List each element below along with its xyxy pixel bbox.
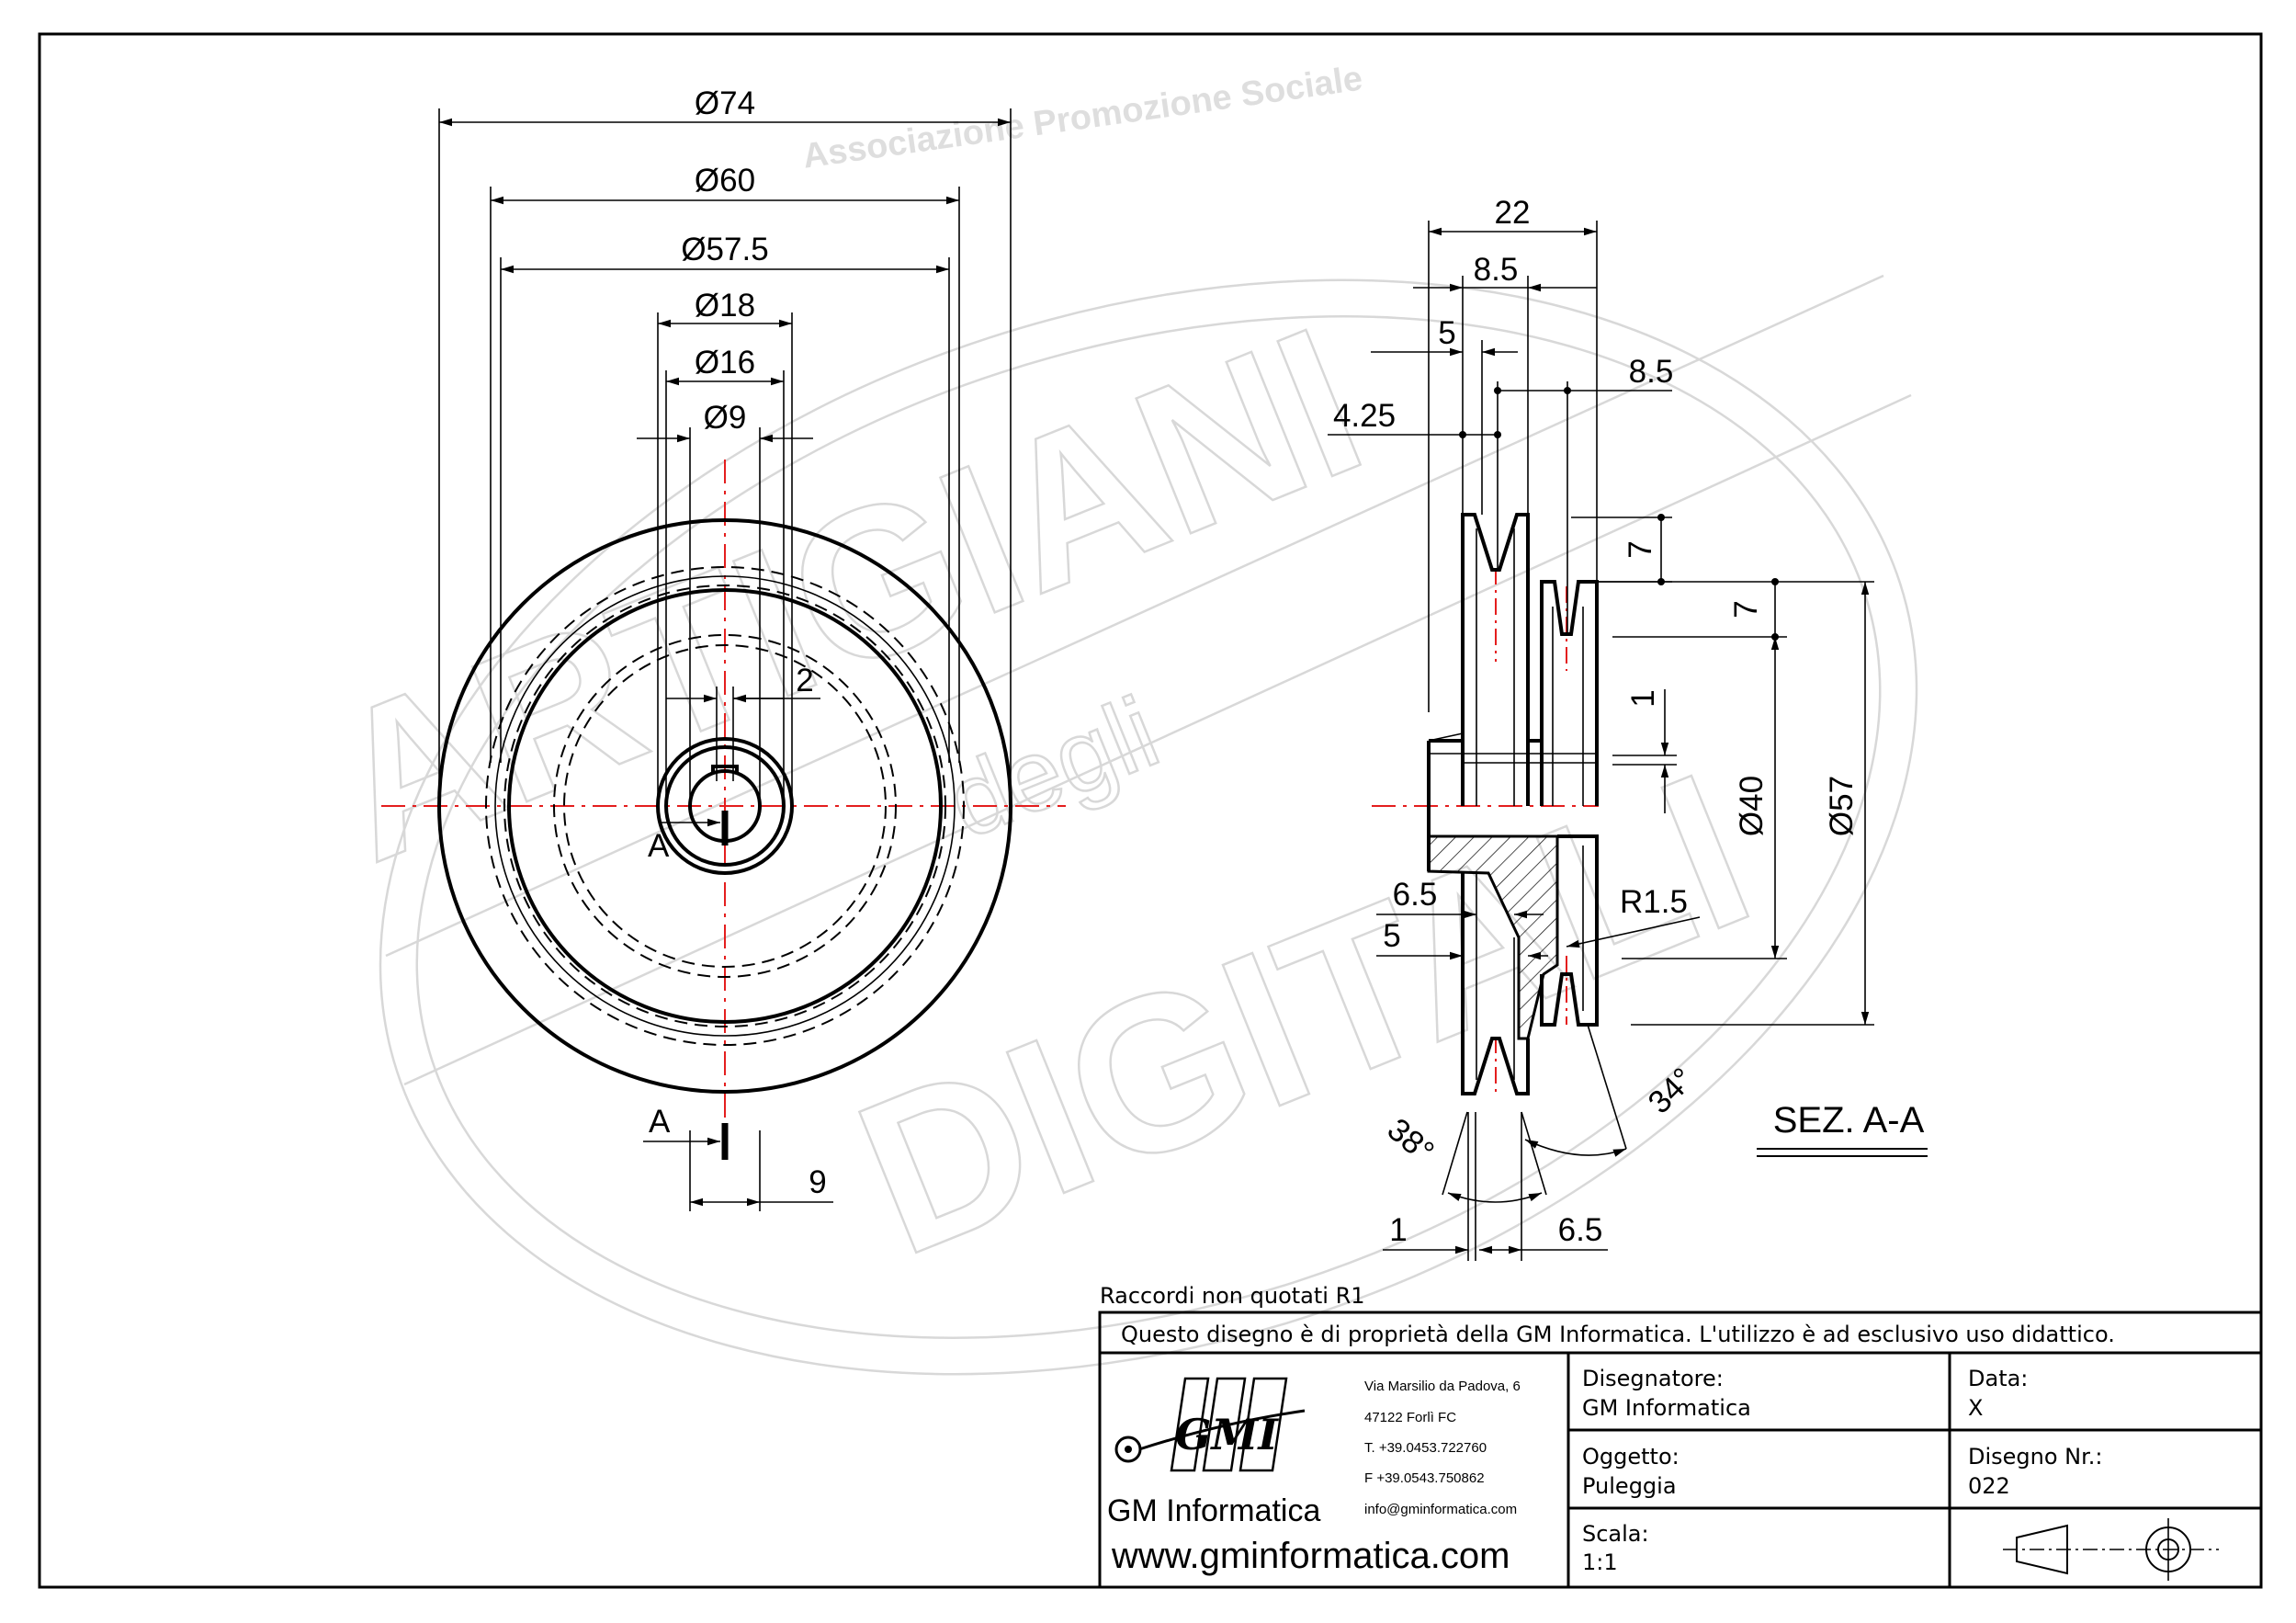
dim-d1-bottom: 1: [1389, 1212, 1407, 1248]
dim-a38: 38°: [1381, 1111, 1442, 1170]
address-line1: Via Marsilio da Padova, 6: [1364, 1379, 1521, 1394]
dim-d18: Ø18: [695, 288, 755, 323]
gmi-logo: GMI: [1114, 1377, 1306, 1472]
dim-d1-right: 1: [1625, 689, 1661, 707]
dim-d9: Ø9: [704, 400, 747, 436]
email: info@gminformatica.com: [1364, 1502, 1517, 1517]
dim-r1-5: R1.5: [1620, 884, 1688, 920]
dim-d57: Ø57: [1824, 776, 1860, 836]
designer-value: GM Informatica: [1582, 1395, 1751, 1421]
address-line2: 47122 Forlì FC: [1364, 1410, 1456, 1425]
watermark-word1: ARTIGIANI: [300, 282, 1390, 906]
projection-symbol: [2003, 1518, 2219, 1581]
dim-d6-5-left: 6.5: [1393, 877, 1438, 913]
watermark-word2: degli: [933, 675, 1173, 860]
dim-d2: 2: [796, 663, 813, 698]
dim-d40: Ø40: [1734, 776, 1770, 836]
dim-d8-5-top: 8.5: [1474, 252, 1519, 288]
dim-d22: 22: [1495, 195, 1531, 231]
dim-d74: Ø74: [695, 85, 755, 121]
title-block: Questo disegno è di proprietà della GM I…: [1098, 1311, 2263, 1589]
dim-d4-25: 4.25: [1333, 398, 1396, 434]
scale-value: 1:1: [1582, 1549, 1618, 1575]
dim-d8-5-right: 8.5: [1629, 354, 1674, 390]
dim-d5-top: 5: [1438, 315, 1455, 351]
drawing-no-label: Disegno Nr.:: [1968, 1444, 2103, 1470]
dim-d7-a: 7: [1623, 540, 1658, 558]
dim-d5-left: 5: [1383, 918, 1400, 954]
section-label-top: A: [648, 828, 670, 864]
phone: T. +39.0453.722760: [1364, 1440, 1487, 1456]
ownership-text: Questo disegno è di proprietà della GM I…: [1121, 1322, 2115, 1347]
object-label: Oggetto:: [1582, 1444, 1680, 1470]
dim-d9-key: 9: [809, 1164, 826, 1200]
drawing-no-value: 022: [1968, 1473, 2010, 1499]
designer-label: Disegnatore:: [1582, 1366, 1724, 1391]
fillet-note: Raccordi non quotati R1: [1100, 1283, 1365, 1309]
date-label: Data:: [1968, 1366, 2028, 1391]
section-label-bottom: A: [649, 1104, 671, 1140]
section-title: SEZ. A-A: [1773, 1100, 1925, 1141]
scale-label: Scala:: [1582, 1521, 1649, 1547]
company-name: GM Informatica: [1107, 1493, 1320, 1528]
company-website: www.gminformatica.com: [1111, 1536, 1510, 1576]
logo-text: GMI: [1175, 1410, 1279, 1459]
section-view: 22 8.5 5 8.5 4.25 7: [1328, 195, 1928, 1261]
fax: F +39.0543.750862: [1364, 1470, 1485, 1486]
watermark-association: Associazione Promozione Sociale: [800, 60, 1364, 176]
dim-d16: Ø16: [695, 345, 755, 380]
section-hatch: [1427, 834, 1559, 1040]
dim-d7-b: 7: [1728, 600, 1764, 618]
date-value: X: [1968, 1395, 1983, 1421]
dim-a34: 34°: [1641, 1061, 1701, 1120]
dim-d57-5: Ø57.5: [681, 232, 768, 267]
dim-d60: Ø60: [695, 163, 755, 199]
object-value: Puleggia: [1582, 1473, 1677, 1499]
dim-d6-5-bottom: 6.5: [1558, 1212, 1603, 1248]
front-view: Ø74 Ø60 Ø57.5 Ø18 Ø16 Ø9 2: [381, 85, 1066, 1211]
